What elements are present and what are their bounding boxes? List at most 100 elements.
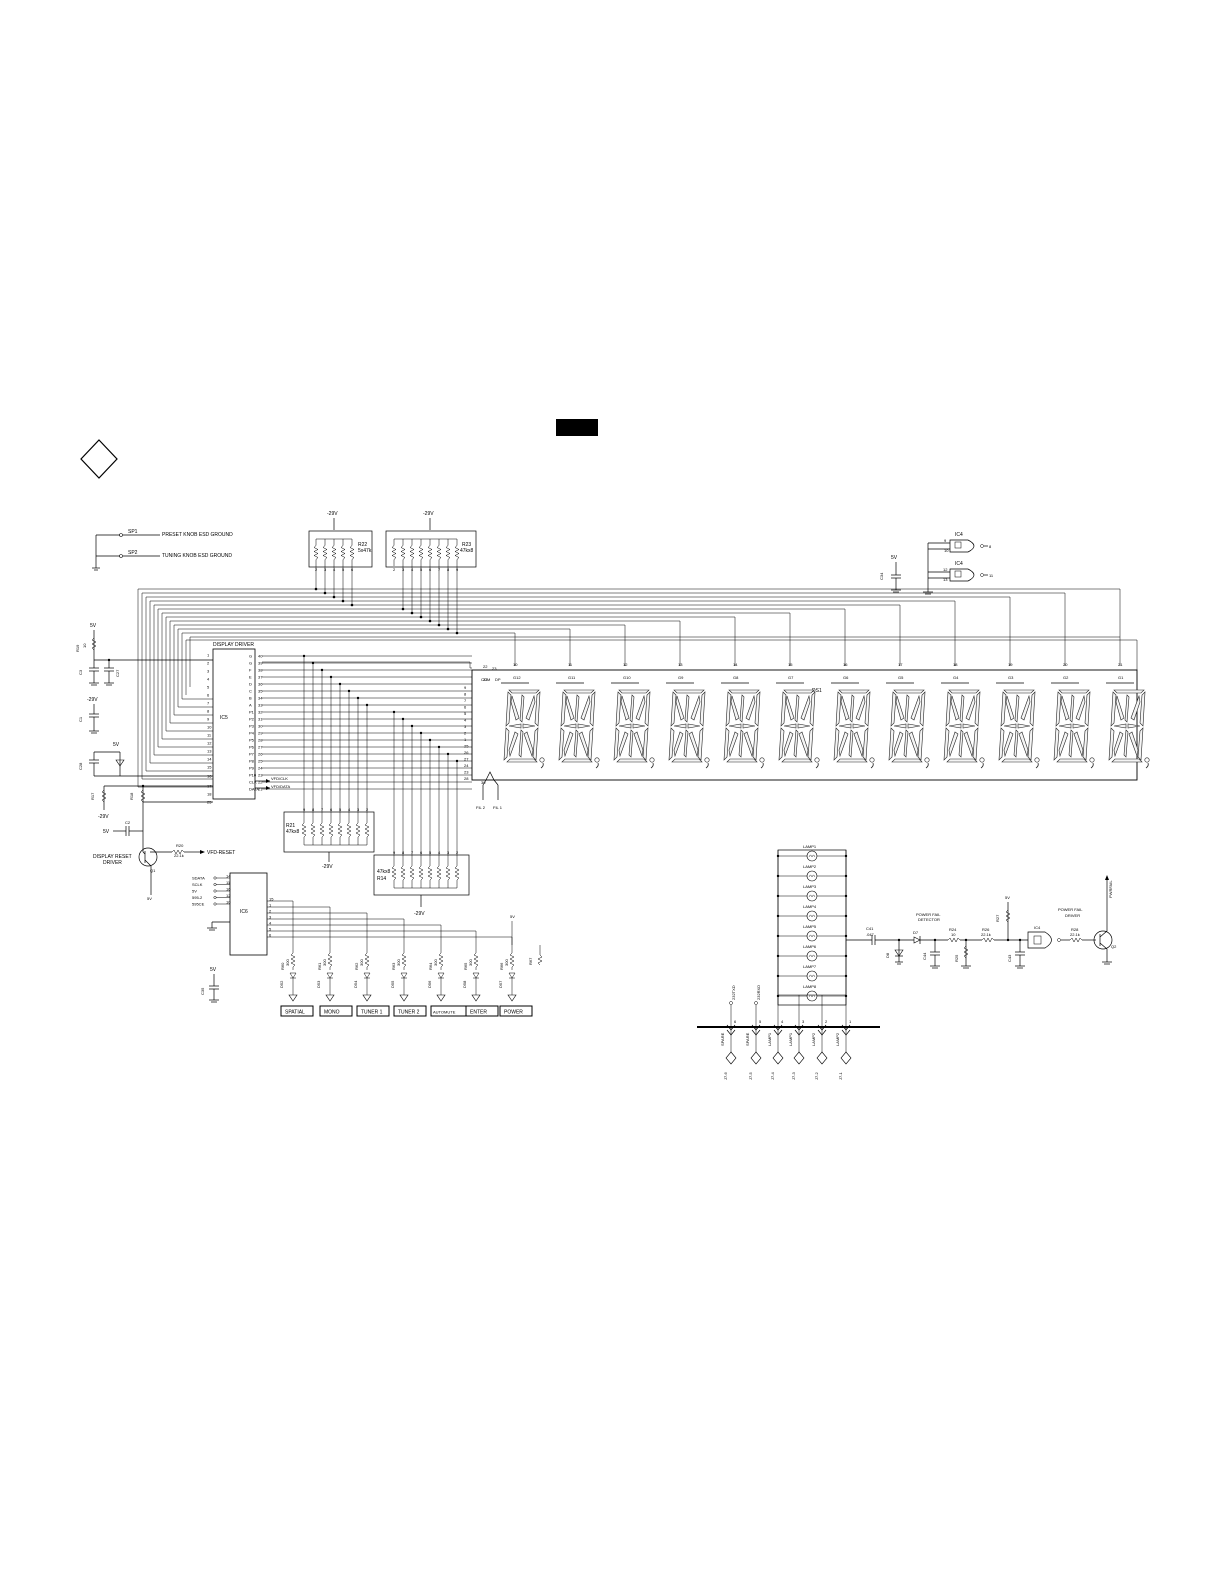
legend-box-power — [499, 1005, 533, 1017]
r21-element — [364, 822, 370, 838]
segment-j — [580, 694, 591, 721]
segment-f — [670, 691, 677, 727]
segment-h — [675, 695, 685, 721]
black-label-box — [556, 419, 598, 436]
comma-tail — [760, 762, 764, 769]
svg-text:R28: R28 — [1071, 927, 1079, 932]
vfd-seg-pin: 7 — [464, 698, 467, 703]
junction-dot — [392, 710, 396, 714]
segment-m — [508, 731, 519, 758]
resistor-value: 300 — [359, 959, 364, 966]
decimal-point — [924, 757, 930, 763]
connector-top-label: 232TXD — [731, 985, 736, 1000]
connector-net-label: SPARE — [745, 1032, 750, 1046]
grid-label: G1 — [1118, 675, 1124, 680]
svg-text:C28: C28 — [78, 762, 83, 770]
ic5-right-label: P7 — [249, 752, 255, 757]
segment-b — [974, 691, 981, 727]
segment-g1 — [618, 723, 632, 729]
pin-number: 4 — [411, 567, 414, 572]
segment-h — [895, 695, 905, 721]
ic5-right-pin: 24 — [258, 766, 263, 771]
svg-text:9: 9 — [944, 538, 947, 543]
connector-pin — [794, 1024, 804, 1036]
lamp-label: LAMP1 — [803, 844, 817, 849]
svg-text:C3: C3 — [78, 669, 83, 675]
ic5-right-pin: 32 — [258, 710, 263, 715]
segment-i — [1124, 694, 1130, 723]
grid-bus-line — [173, 624, 626, 716]
vfd-digit — [1108, 689, 1150, 769]
segment-c — [587, 727, 594, 761]
grid-bus-line — [165, 616, 736, 732]
resistor-value: 300 — [433, 959, 438, 966]
svg-text:10: 10 — [82, 643, 87, 648]
vfd-digit — [888, 689, 930, 769]
vfd-digit — [1053, 689, 1095, 769]
svg-text:13: 13 — [943, 577, 948, 582]
junction-dot — [410, 724, 414, 728]
segment-k — [908, 731, 919, 758]
lamp-filament — [808, 934, 816, 938]
segment-c — [862, 727, 869, 761]
segment-j — [745, 694, 756, 721]
segment-d — [891, 758, 923, 763]
junction-dot — [437, 745, 441, 749]
led-resistor — [327, 952, 333, 968]
ic5-right-label: G — [249, 654, 252, 659]
segment-b — [1029, 691, 1036, 727]
ic6-input-label: SDATA — [192, 876, 205, 881]
lamp-label: LAMP2 — [803, 864, 817, 869]
resistor-value: 300 — [468, 959, 473, 966]
junction-dot — [323, 591, 327, 595]
r21-element — [301, 822, 307, 838]
grid-label: G6 — [843, 675, 849, 680]
ic5-left-pin: 4 — [207, 677, 210, 682]
pin-number: 6 — [420, 850, 423, 855]
ic5-right-pin: 23 — [258, 773, 263, 778]
svg-text:C27: C27 — [115, 669, 120, 677]
svg-text:D7: D7 — [913, 930, 919, 935]
segment-f — [780, 691, 787, 727]
svg-text:12: 12 — [943, 567, 948, 572]
segment-i — [1014, 694, 1020, 723]
ic5-left-pin: 12 — [207, 741, 212, 746]
segment-i — [519, 694, 525, 723]
led-resistor — [364, 952, 370, 968]
grid-pin-number: 16 — [843, 662, 848, 667]
segment-d — [836, 758, 868, 763]
connector-top-label: 232RXD — [756, 985, 761, 1000]
sp1-ref: SP1 — [128, 529, 138, 535]
segment-m — [783, 731, 794, 758]
pin-number: 3 — [357, 807, 360, 812]
comma-tail — [870, 762, 874, 769]
ground-arrow — [507, 994, 517, 1002]
ic5-right-pin: 22 — [258, 780, 263, 785]
connector-pin-number: 5 — [759, 1019, 762, 1024]
segment-line — [262, 661, 472, 669]
decimal-point — [594, 757, 600, 763]
segment-g2 — [797, 723, 811, 729]
ic5-display-driver: DISPLAY DRIVER IC5 123456789101112131415… — [207, 642, 291, 805]
r22-element — [349, 545, 355, 560]
svg-text:5V: 5V — [147, 896, 152, 901]
svg-text:Q2: Q2 — [1111, 944, 1117, 949]
vfd-digit — [778, 689, 820, 769]
legend-label: POWER — [504, 1010, 523, 1016]
grid-label: G9 — [678, 675, 684, 680]
led-symbol — [400, 972, 408, 979]
ic5-left-pin: 5 — [207, 685, 210, 690]
pin-number: 5 — [420, 567, 423, 572]
vfd-digit — [668, 689, 710, 769]
segment-e — [833, 727, 840, 761]
vfd-seg-pin: 25 — [464, 744, 469, 749]
ic6-pin: 10 — [226, 900, 231, 905]
led-ref: D57 — [498, 980, 503, 988]
connector-net-label: LAMP2 — [835, 1032, 840, 1046]
led-drive-wire — [267, 930, 477, 950]
segment-a — [508, 689, 540, 694]
junction-dot — [365, 703, 369, 707]
r14-element — [409, 865, 415, 881]
legend-box-spatial — [280, 1005, 314, 1017]
